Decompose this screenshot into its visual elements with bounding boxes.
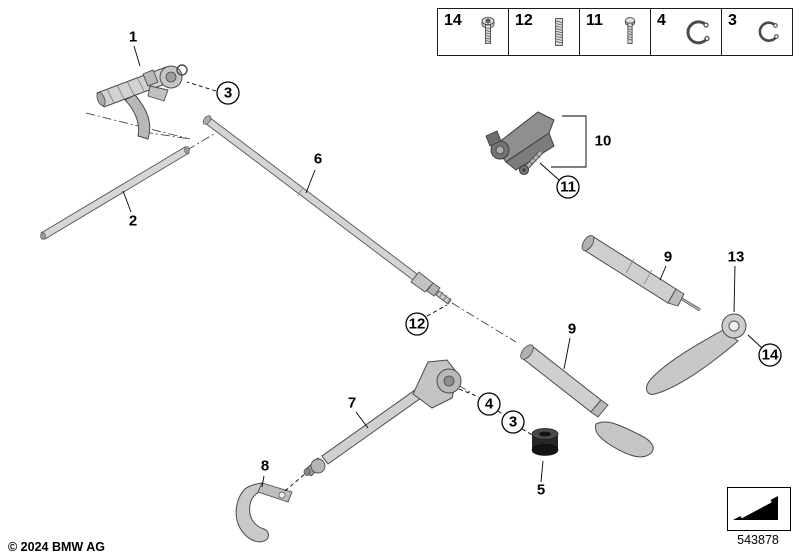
legend-number-3: 3	[728, 12, 737, 29]
legend-cell-3[interactable]: 3	[722, 9, 792, 55]
callout-13[interactable]: 13	[728, 249, 745, 313]
callout-12[interactable]: 12	[405, 304, 448, 336]
copyright-text: © 2024 BMW AG	[8, 540, 105, 554]
legend-number-11: 11	[586, 12, 603, 29]
legend-cell-12[interactable]: 12	[509, 9, 580, 55]
part-6-drawing	[202, 115, 452, 305]
callout-9-lower[interactable]: 9	[563, 321, 576, 370]
callout-3-lower[interactable]: 3	[497, 410, 535, 437]
callout-4[interactable]: 4	[458, 388, 501, 416]
screw-11-drawing	[519, 150, 543, 175]
legend-number-12: 12	[515, 12, 533, 29]
callout-2-label: 2	[129, 213, 137, 230]
part-9-upper-drawing	[581, 235, 701, 312]
orientation-stamp-icon	[733, 496, 778, 520]
callout-9-lower-label: 9	[568, 321, 576, 338]
callout-5[interactable]: 5	[537, 460, 545, 499]
legend-cell-11[interactable]: 11	[580, 9, 651, 55]
part-5-grommet-drawing	[531, 428, 559, 456]
callout-10[interactable]: 10	[551, 115, 612, 168]
part-10-drawing	[485, 111, 555, 171]
callout-11[interactable]: 11	[539, 162, 580, 199]
torx-screw-icon	[481, 16, 495, 44]
part-13-drawing	[646, 313, 747, 395]
part-1-drawing	[96, 64, 188, 140]
part-7-drawing	[303, 359, 462, 477]
callout-10-label: 10	[595, 133, 612, 150]
construction-lines	[85, 112, 517, 393]
legend-number-14: 14	[444, 12, 462, 29]
snap-ring-icon	[686, 20, 710, 45]
callout-7-label: 7	[348, 395, 356, 412]
callout-14[interactable]: 14	[747, 334, 782, 367]
callout-1[interactable]: 1	[129, 29, 141, 67]
callout-3-lower-label: 3	[509, 414, 517, 431]
legend-cell-14[interactable]: 14	[438, 9, 509, 55]
callout-8[interactable]: 8	[261, 458, 269, 488]
fastener-legend-table: 14 12	[437, 8, 793, 56]
part-9-lower-drawing	[520, 344, 654, 458]
orientation-stamp-box	[727, 487, 791, 531]
callout-13-label: 13	[728, 249, 745, 266]
diagram-number: 543878	[737, 533, 779, 547]
callout-5-label: 5	[537, 482, 545, 499]
snap-ring-icon	[758, 21, 779, 42]
screw-icon	[624, 17, 636, 44]
callout-7[interactable]: 7	[348, 395, 369, 429]
callout-3-part1[interactable]: 3	[186, 81, 240, 105]
threaded-stud-icon	[555, 17, 563, 47]
callout-9-upper-label: 9	[664, 249, 672, 266]
callout-6-label: 6	[314, 151, 322, 168]
callout-8-label: 8	[261, 458, 269, 475]
legend-number-4: 4	[657, 12, 666, 29]
callout-9-upper[interactable]: 9	[659, 249, 672, 281]
callout-4-label: 4	[485, 396, 494, 413]
callout-11-label: 11	[560, 179, 576, 196]
callout-12-label: 12	[409, 316, 426, 333]
part-2-drawing	[40, 146, 190, 240]
part-8-drawing	[235, 472, 307, 543]
callout-1-label: 1	[129, 29, 137, 46]
callout-2[interactable]: 2	[122, 190, 137, 230]
callout-14-label: 14	[762, 347, 779, 364]
legend-cell-4[interactable]: 4	[651, 9, 722, 55]
callout-3-label: 3	[224, 85, 232, 102]
callout-6[interactable]: 6	[305, 151, 322, 194]
